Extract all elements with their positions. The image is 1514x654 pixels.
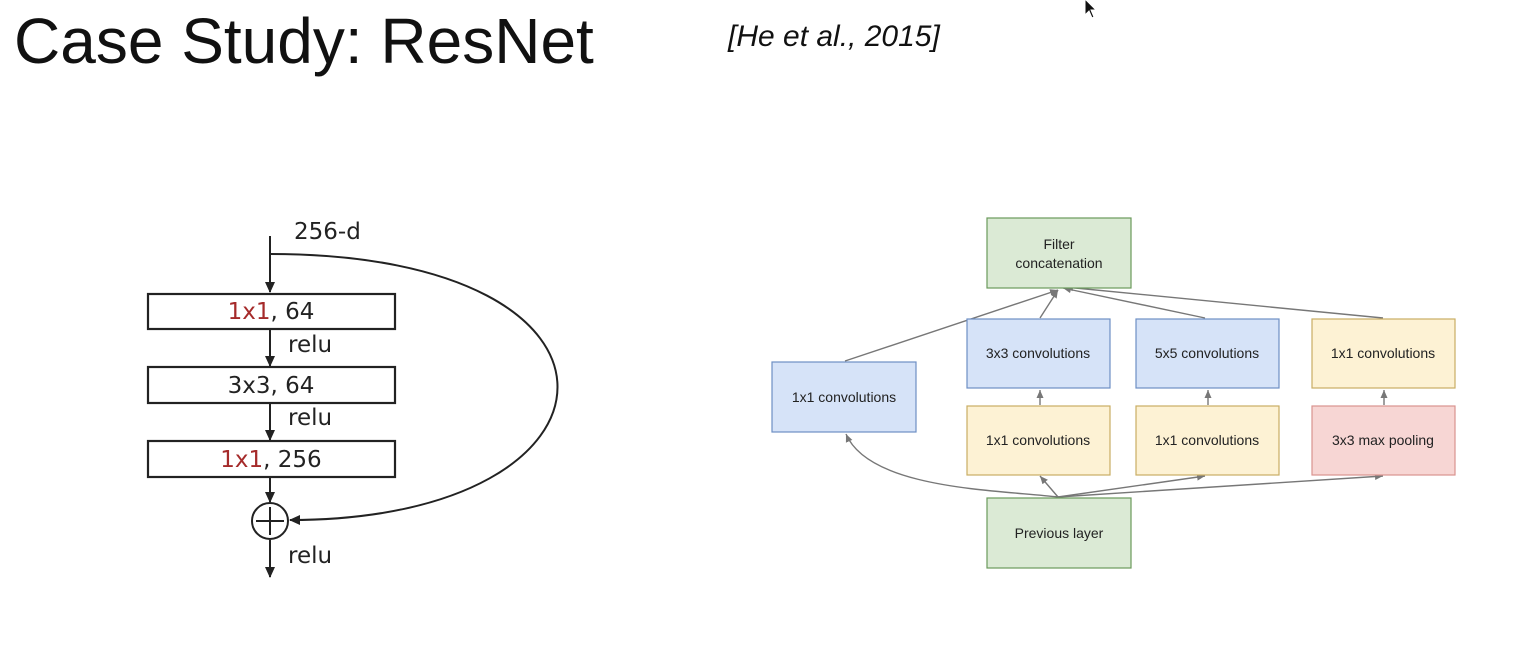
inception-module: Filter concatenation 1x1 convolutions 3x… <box>771 217 1456 569</box>
branch3-5x5-conv-box: 5x5 convolutions <box>1135 318 1280 389</box>
layer-kernel-label: 3x3 <box>228 373 271 399</box>
previous-layer-box: Previous layer <box>986 497 1132 569</box>
branch3-to-concat-arrow <box>1062 286 1206 319</box>
svg-text:3x3, 64: 3x3, 64 <box>228 373 315 399</box>
branch2-1x1-conv-box: 1x1 convolutions <box>966 405 1111 476</box>
branch2-to-concat-arrow <box>1039 289 1059 319</box>
svg-text:1x1 convolutions: 1x1 convolutions <box>1331 345 1435 361</box>
svg-text:Filter: Filter <box>1043 236 1074 252</box>
svg-text:concatenation: concatenation <box>1015 255 1102 271</box>
layer-kernel-label: 1x1 <box>228 299 271 325</box>
skip-connection-arrow <box>269 253 559 525</box>
svg-text:1x1 convolutions: 1x1 convolutions <box>792 389 896 405</box>
resnet-block: 256-d 1x1, 64 relu 3x3, 64 relu <box>146 219 559 578</box>
input-dimension-label: 256-d <box>294 219 361 245</box>
svg-text:5x5 convolutions: 5x5 convolutions <box>1155 345 1259 361</box>
layer-3x3-64: 3x3, 64 <box>146 365 397 405</box>
branch2-3x3-conv-box: 3x3 convolutions <box>966 318 1111 389</box>
layer-1x1-256: 1x1, 256 <box>146 439 397 479</box>
mouse-cursor-icon <box>1084 0 1098 19</box>
svg-text:3x3 max pooling: 3x3 max pooling <box>1332 432 1434 448</box>
slide-title: Case Study: ResNet <box>14 5 594 77</box>
layer-1x1-64: 1x1, 64 <box>146 292 397 331</box>
addition-node-icon <box>251 502 289 540</box>
branch4-max-pooling-box: 3x3 max pooling <box>1311 405 1456 476</box>
branch3-1x1-conv-box: 1x1 convolutions <box>1135 405 1280 476</box>
layer-channels-label: , 64 <box>271 373 315 399</box>
relu-label: relu <box>288 332 332 358</box>
relu-label: relu <box>288 543 332 569</box>
prev-to-branch2-arrow <box>1039 475 1059 498</box>
branch1-1x1-conv-box: 1x1 convolutions <box>771 361 917 433</box>
prev-to-branch1-arrow <box>845 433 1059 498</box>
layer-channels-label: , 64 <box>271 299 315 325</box>
layer-channels-label: , 256 <box>263 447 322 473</box>
prev-to-branch4-arrow <box>1057 473 1384 498</box>
citation: [He et al., 2015] <box>728 20 940 53</box>
svg-text:1x1, 256: 1x1, 256 <box>220 447 321 473</box>
branch4-to-concat-arrow <box>1064 284 1384 319</box>
svg-text:1x1, 64: 1x1, 64 <box>228 299 315 325</box>
svg-text:1x1 convolutions: 1x1 convolutions <box>986 432 1090 448</box>
branch1-to-concat-arrow <box>844 289 1059 362</box>
layer-kernel-label: 1x1 <box>220 447 263 473</box>
branch4-1x1-conv-box: 1x1 convolutions <box>1311 318 1456 389</box>
filter-concatenation-box: Filter concatenation <box>986 217 1132 289</box>
svg-text:1x1 convolutions: 1x1 convolutions <box>1155 432 1259 448</box>
svg-text:Previous layer: Previous layer <box>1015 525 1104 541</box>
relu-label: relu <box>288 405 332 431</box>
svg-text:3x3 convolutions: 3x3 convolutions <box>986 345 1090 361</box>
prev-to-branch3-arrow <box>1057 473 1206 498</box>
